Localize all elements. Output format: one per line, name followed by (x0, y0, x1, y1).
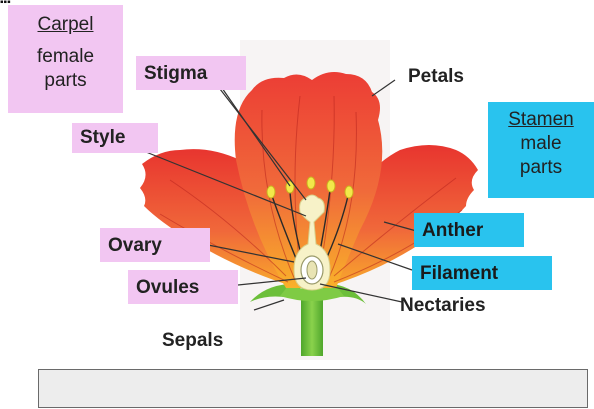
carpel-line1: female (8, 45, 123, 69)
label-ovary: Ovary (100, 228, 210, 262)
label-style: Style (72, 123, 158, 153)
label-nectaries: Nectaries (396, 294, 490, 317)
ovule (307, 261, 317, 279)
stamen-title: Stamen (488, 108, 594, 132)
label-stigma: Stigma (136, 56, 246, 90)
label-anther: Anther (414, 213, 524, 247)
label-petals: Petals (404, 65, 468, 88)
answer-box[interactable] (38, 369, 588, 408)
carpel-line2: parts (8, 69, 123, 93)
label-filament: Filament (412, 256, 552, 290)
label-sepals: Sepals (158, 329, 227, 352)
stamen-box: Stamen male parts (488, 102, 594, 198)
carpel-title: Carpel (8, 13, 123, 37)
label-ovules: Ovules (128, 270, 238, 304)
stamen-line1: male (488, 132, 594, 156)
stamen-line2: parts (488, 156, 594, 180)
carpel-box: Carpel female parts (8, 5, 123, 113)
